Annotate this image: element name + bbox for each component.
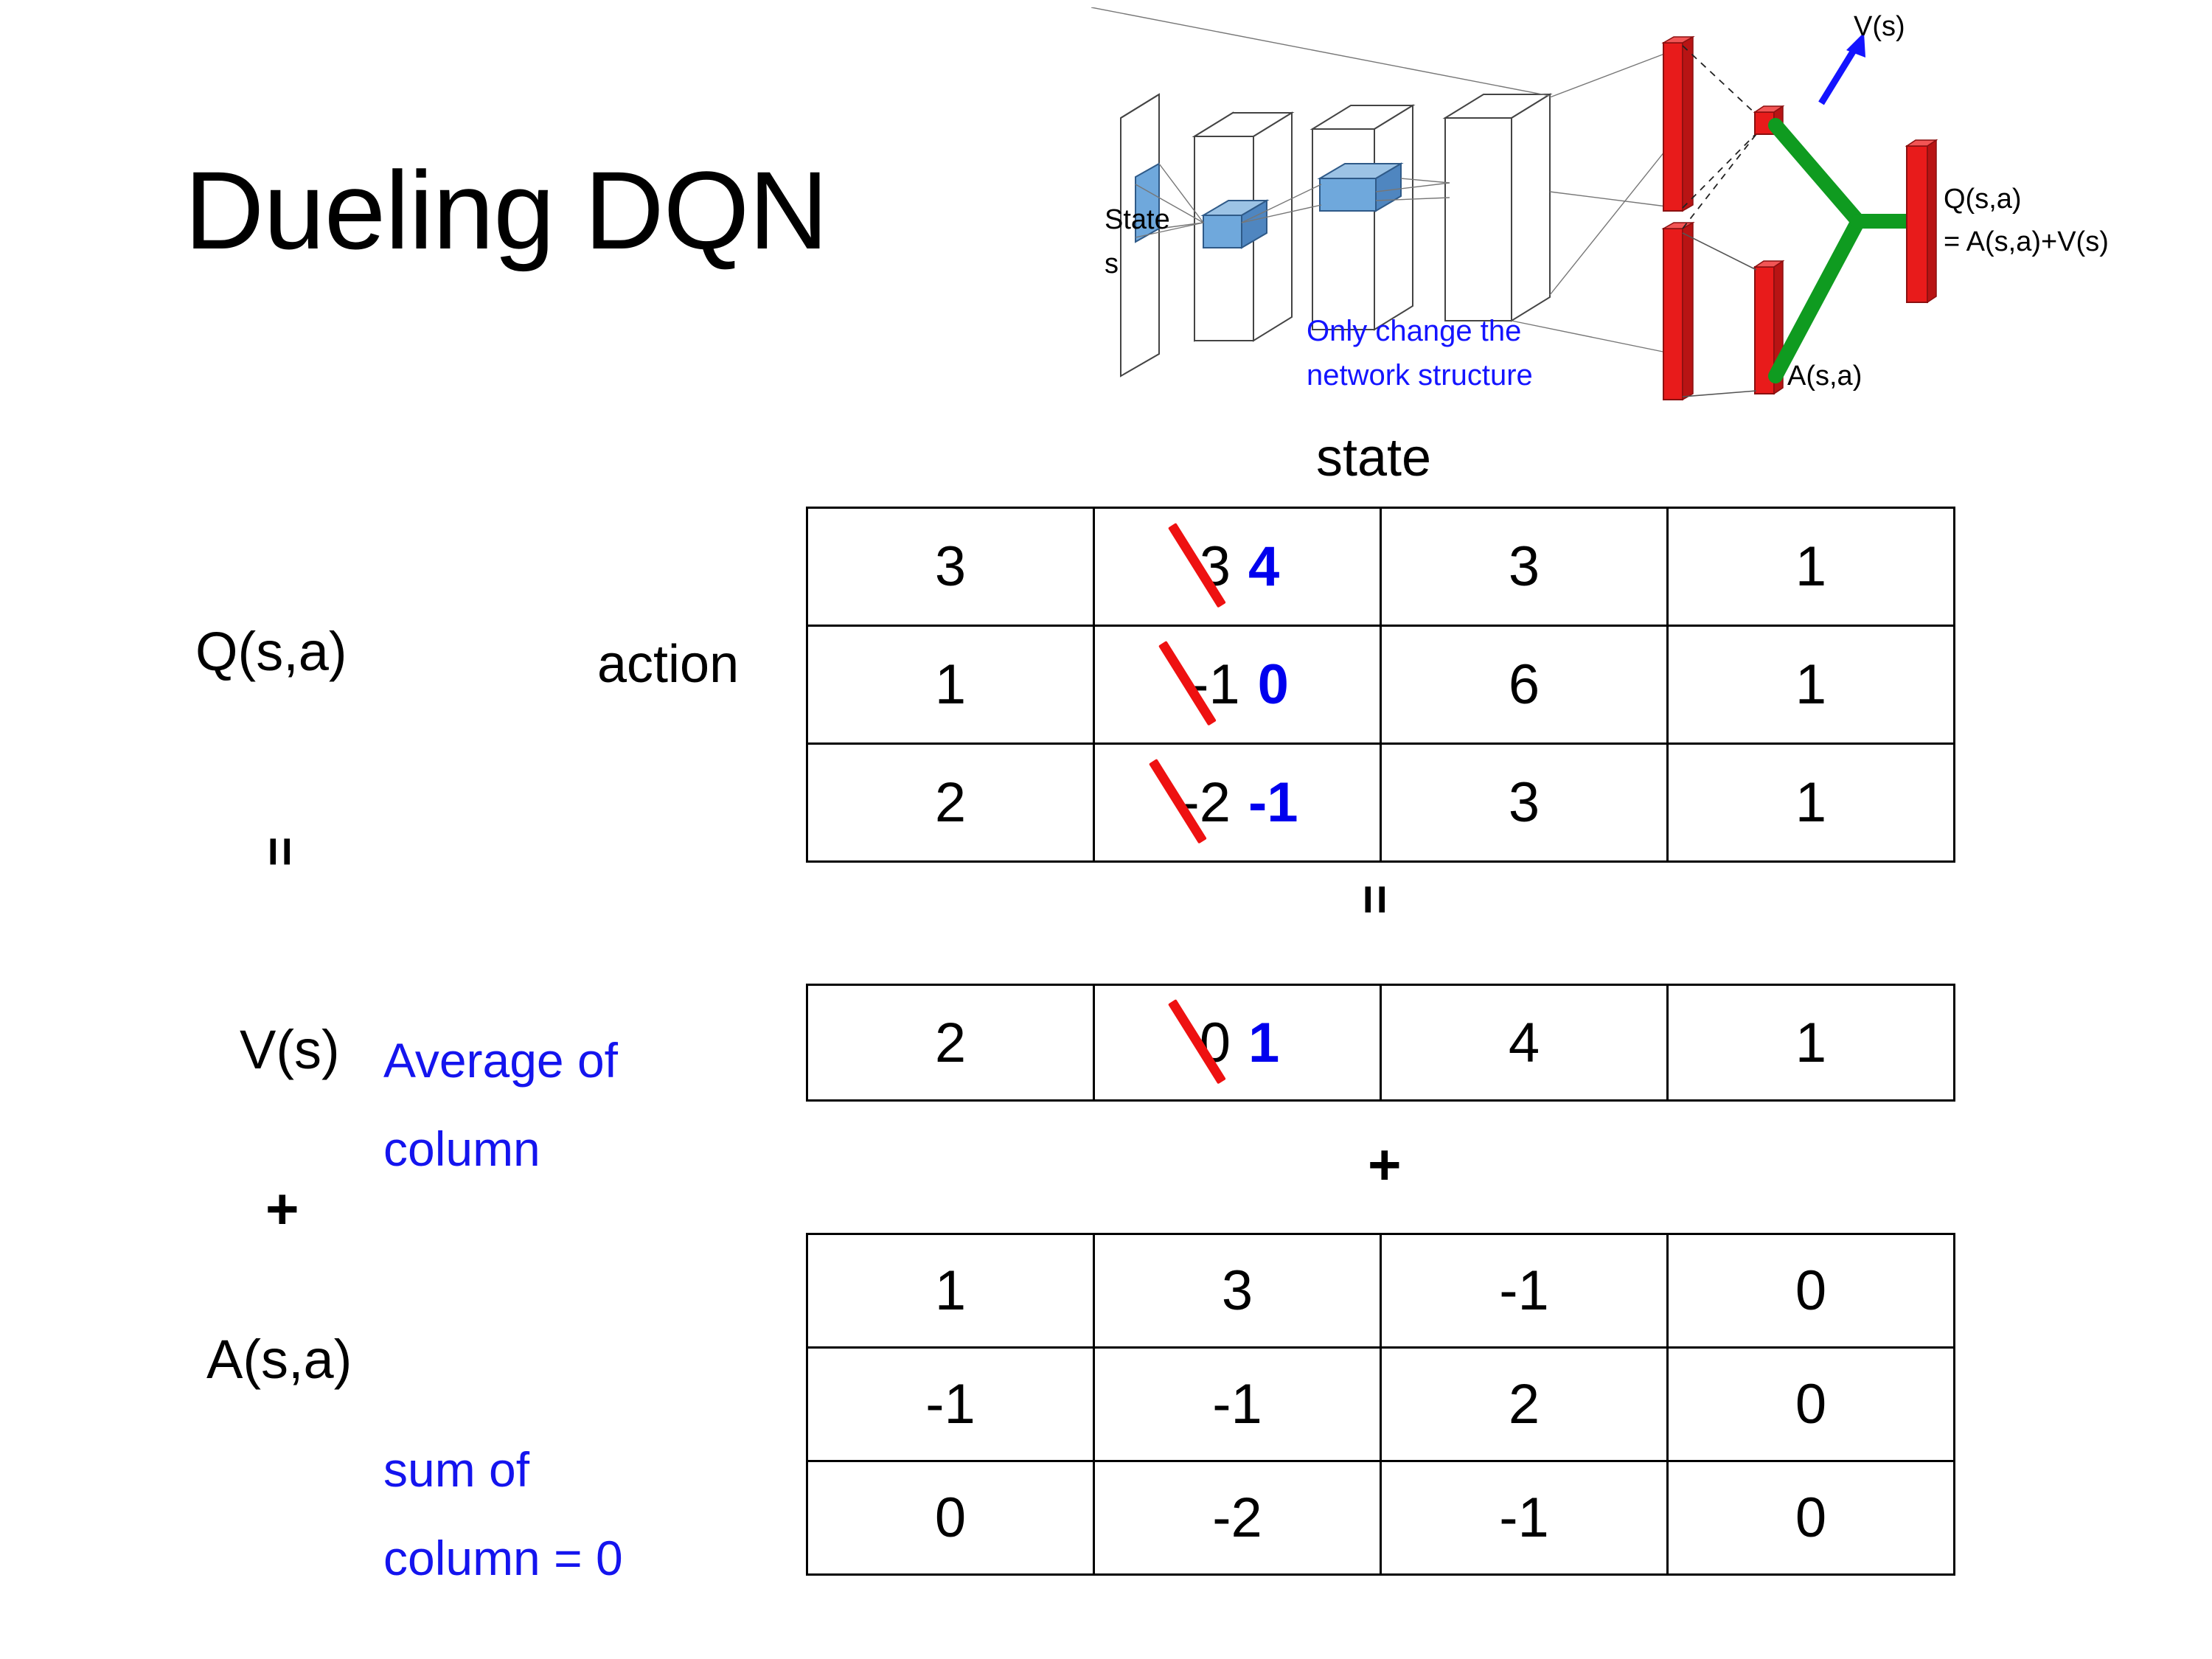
diagram-note-line1: Only change the xyxy=(1307,315,1521,347)
table-row: 3 3 4 3 1 xyxy=(806,507,1955,627)
value-stream-bar-shape xyxy=(1661,35,1695,212)
revised-cell: -1 0 xyxy=(1095,627,1380,742)
q-section-label: Q(s,a) xyxy=(195,621,347,682)
input-state-label-line2: s xyxy=(1105,248,1119,279)
a-cell-r2-c2: -1 xyxy=(1380,1460,1669,1576)
diagram-note-line2: network structure xyxy=(1307,359,1533,392)
state-axis-label: state xyxy=(1316,428,1432,487)
revised-value: -1 xyxy=(1248,771,1298,834)
v-cell-r0-c0: 2 xyxy=(806,984,1095,1102)
value-head-label: V(s) xyxy=(1854,11,1905,42)
q-cell-r2-c2: 3 xyxy=(1380,742,1669,863)
a-cell-r2-c0: 0 xyxy=(806,1460,1095,1576)
q-cell-r0-c3: 1 xyxy=(1666,507,1955,627)
q-cell-r1-c2: 6 xyxy=(1380,625,1669,745)
struck-value: 3 xyxy=(1195,535,1235,599)
a-cell-r2-c3: 0 xyxy=(1666,1460,1955,1576)
revised-cell: 0 1 xyxy=(1095,986,1380,1099)
revised-value: 0 xyxy=(1257,653,1289,716)
struck-value: -2 xyxy=(1176,771,1235,835)
stream-split-lines xyxy=(1511,52,1674,355)
q-equals-operator: = xyxy=(251,836,310,867)
table-row: -1 -1 2 0 xyxy=(806,1346,1955,1462)
a-cell-r1-c2: 2 xyxy=(1380,1346,1669,1462)
revised-cell: -2 -1 xyxy=(1095,745,1380,860)
a-note-line2: column = 0 xyxy=(383,1531,623,1585)
value-output-arrow-icon xyxy=(1818,32,1865,105)
input-state-label-line1: State xyxy=(1105,204,1170,235)
q-value-table: 3 3 4 3 1 1 -1 0 6 1 2 xyxy=(806,507,1955,863)
page-title: Dueling DQN xyxy=(184,148,829,272)
merge-green-shape xyxy=(1768,118,1916,383)
conv-patch-2-shape xyxy=(1317,162,1404,212)
a-cell-r1-c1: -1 xyxy=(1093,1346,1382,1462)
q-cell-r2-c0: 2 xyxy=(806,742,1095,863)
q-cell-r0-c2: 3 xyxy=(1380,507,1669,627)
table-row: 2 0 1 4 1 xyxy=(806,984,1955,1102)
q-cell-r0-c0: 3 xyxy=(806,507,1095,627)
advantage-head-label: A(s,a) xyxy=(1787,361,1862,392)
revised-value: 4 xyxy=(1248,535,1280,598)
conv-block-2-shape xyxy=(1310,104,1416,331)
advantage-links xyxy=(1682,232,1757,397)
connector-lines xyxy=(1091,7,1551,238)
v-section-label: V(s) xyxy=(240,1019,340,1080)
a-cell-r0-c1: 3 xyxy=(1093,1233,1382,1349)
q-output-label-line2: = A(s,a)+V(s) xyxy=(1944,226,2109,257)
action-axis-label: action xyxy=(597,635,740,694)
v-plus-operator: + xyxy=(265,1176,299,1241)
tables-plus-operator: + xyxy=(1368,1132,1402,1197)
struck-value: -1 xyxy=(1186,653,1245,717)
table-row: 1 -1 0 6 1 xyxy=(806,625,1955,745)
a-section-label: A(s,a) xyxy=(206,1329,352,1390)
table-row: 2 -2 -1 3 1 xyxy=(806,742,1955,863)
table-row: 0 -2 -1 0 xyxy=(806,1460,1955,1576)
revised-cell: 3 4 xyxy=(1095,509,1380,625)
q-output-bar-shape xyxy=(1905,139,1938,304)
a-value-table: 1 3 -1 0 -1 -1 2 0 0 -2 -1 0 xyxy=(806,1233,1955,1576)
value-dashed-links xyxy=(1682,45,1759,229)
a-note-line1: sum of xyxy=(383,1442,530,1497)
q-cell-r1-c1: -1 0 xyxy=(1093,625,1382,745)
table-row: 1 3 -1 0 xyxy=(806,1233,1955,1349)
tables-equals-operator: = xyxy=(1346,884,1405,915)
conv-block-3-shape xyxy=(1442,93,1553,322)
q-cell-r1-c0: 1 xyxy=(806,625,1095,745)
a-cell-r1-c3: 0 xyxy=(1666,1346,1955,1462)
v-cell-r0-c2: 4 xyxy=(1380,984,1669,1102)
q-output-label-line1: Q(s,a) xyxy=(1944,184,2022,215)
a-cell-r1-c0: -1 xyxy=(806,1346,1095,1462)
v-value-table: 2 0 1 4 1 xyxy=(806,984,1955,1102)
q-cell-r2-c3: 1 xyxy=(1666,742,1955,863)
q-cell-r1-c3: 1 xyxy=(1666,625,1955,745)
dueling-network-diagram: State s Only change the network structur… xyxy=(1091,7,2197,406)
advantage-stream-bar-shape xyxy=(1661,221,1695,401)
struck-value: 0 xyxy=(1195,1011,1235,1075)
v-cell-r0-c1: 0 1 xyxy=(1093,984,1382,1102)
v-cell-r0-c3: 1 xyxy=(1666,984,1955,1102)
a-cell-r2-c1: -2 xyxy=(1093,1460,1382,1576)
q-cell-r2-c1: -2 -1 xyxy=(1093,742,1382,863)
v-note-line2: column xyxy=(383,1121,540,1176)
revised-value: 1 xyxy=(1248,1011,1280,1074)
a-cell-r0-c0: 1 xyxy=(806,1233,1095,1349)
v-note-line1: Average of xyxy=(383,1033,619,1088)
q-cell-r0-c1: 3 4 xyxy=(1093,507,1382,627)
conv-patch-1-shape xyxy=(1200,199,1270,249)
a-cell-r0-c3: 0 xyxy=(1666,1233,1955,1349)
a-cell-r0-c2: -1 xyxy=(1380,1233,1669,1349)
